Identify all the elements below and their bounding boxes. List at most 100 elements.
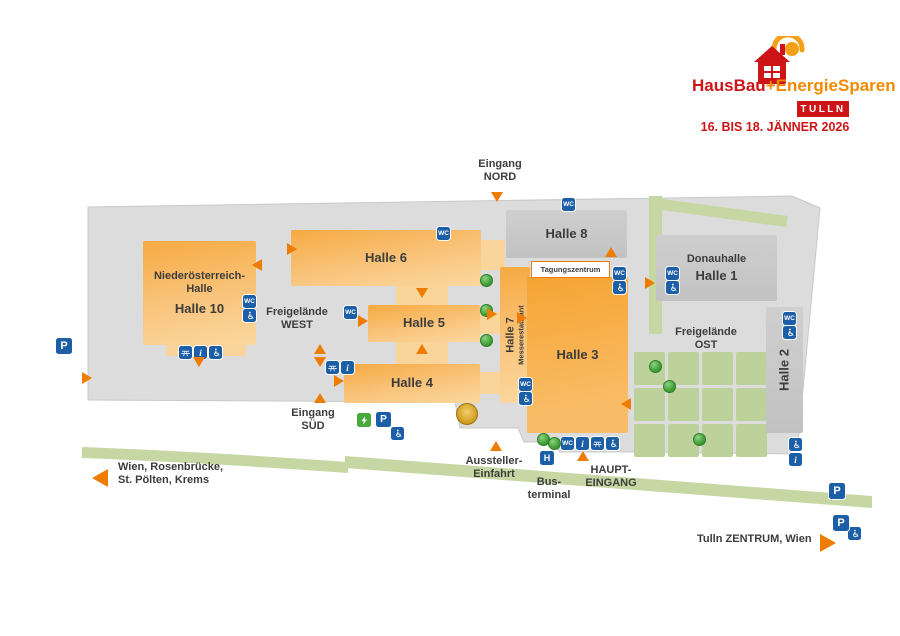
tree-icon bbox=[548, 437, 561, 450]
eingang-sued-line1: Eingang bbox=[291, 407, 335, 419]
info-icon: i bbox=[341, 361, 354, 374]
tagungszentrum-box: Tagungszentrum bbox=[531, 261, 610, 278]
hall-halle-10-name: Halle 10 bbox=[174, 301, 225, 317]
wc-icon: WC bbox=[613, 267, 626, 280]
eingang-sued-label: Eingang SÜD bbox=[282, 407, 344, 433]
freigelaende-west-line1: Freigelände bbox=[266, 306, 328, 318]
road-east-label: Tulln ZENTRUM, Wien bbox=[697, 533, 817, 546]
wc-icon: WC bbox=[437, 227, 450, 240]
wheelchair-icon bbox=[209, 346, 222, 359]
hall-halle-7-name: Halle 7 bbox=[504, 317, 517, 353]
wheelchair-icon bbox=[391, 427, 404, 440]
road-south-diagonal bbox=[345, 456, 872, 508]
corridor-halle6-halle7 bbox=[480, 240, 505, 270]
hall-halle-4-name: Halle 4 bbox=[391, 375, 433, 391]
parking-icon: P bbox=[56, 338, 72, 354]
wc-icon: WC bbox=[344, 306, 357, 319]
wheelchair-icon bbox=[606, 437, 619, 450]
tree-icon bbox=[693, 433, 706, 446]
eingang-nord-label: Eingang NORD bbox=[468, 158, 532, 184]
arrow-halle10-south-icon bbox=[193, 357, 205, 367]
arrow-corridor-54-icon bbox=[416, 344, 428, 354]
hall-halle-8-name: Halle 8 bbox=[545, 225, 588, 241]
aussteller-line1: Aussteller- bbox=[465, 455, 523, 467]
logo-hausbau: HausBau bbox=[692, 76, 766, 95]
bus-stop-icon: H bbox=[540, 451, 554, 465]
arrow-halle6-west-icon bbox=[287, 243, 297, 255]
parking-text: P bbox=[837, 517, 845, 529]
wc-text: WC bbox=[562, 440, 573, 447]
arrow-halle5-west-icon bbox=[358, 315, 368, 327]
wc-text: WC bbox=[563, 201, 574, 208]
arrow-halle4-west-icon bbox=[334, 375, 344, 387]
wheelchair-icon bbox=[613, 281, 626, 294]
logo-plus: + bbox=[765, 76, 776, 95]
logo-city-text: TULLN bbox=[800, 103, 846, 115]
info-icon: i bbox=[194, 346, 207, 359]
wc-icon: WC bbox=[561, 437, 574, 450]
hall-halle-6: Halle 6 bbox=[291, 230, 481, 286]
freigelaende-ost-line2: OST bbox=[694, 338, 718, 351]
event-dates: 16. BIS 18. JÄNNER 2026 bbox=[690, 120, 860, 134]
wc-icon: WC bbox=[562, 198, 575, 211]
arrow-road-west-icon bbox=[92, 469, 108, 487]
info-text: i bbox=[346, 362, 349, 373]
hall-halle-4: Halle 4 bbox=[344, 364, 480, 403]
busterminal-label: Bus- terminal bbox=[524, 476, 574, 502]
logo-wordmark: HausBau+EnergieSparen bbox=[692, 76, 896, 96]
info-text: i bbox=[581, 438, 584, 449]
tree-icon bbox=[480, 274, 493, 287]
logo-house-icon bbox=[754, 36, 805, 84]
tree-icon bbox=[649, 360, 662, 373]
parking-text: P bbox=[60, 340, 68, 352]
tagungszentrum-label: Tagungszentrum bbox=[540, 265, 601, 274]
aussteller-einfahrt-label: Aussteller- Einfahrt bbox=[460, 455, 528, 481]
info-text: i bbox=[794, 454, 797, 465]
haupteingang-line2: EINGANG bbox=[585, 476, 637, 489]
hall-halle-5-name: Halle 5 bbox=[403, 315, 445, 331]
arrow-haupteingang-icon bbox=[577, 451, 589, 461]
freigelaende-ost-label: Freigelände OST bbox=[664, 326, 748, 352]
hall-halle-10: Niederösterreich- Halle Halle 10 bbox=[143, 241, 256, 345]
freigelaende-west-label: Freigelände WEST bbox=[255, 306, 339, 332]
arrow-west-boundary-icon bbox=[82, 372, 92, 384]
arrow-eingang-sued-icon bbox=[314, 393, 326, 403]
arrow-halle3-east-icon bbox=[621, 398, 631, 410]
info-icon: i bbox=[789, 453, 802, 466]
arrow-corridor-65-icon bbox=[416, 288, 428, 298]
wheelchair-icon bbox=[783, 326, 796, 339]
logo-energiesparen: EnergieSparen bbox=[775, 76, 896, 95]
hall-halle-2-name: Halle 2 bbox=[776, 349, 792, 391]
freigelaende-west-line2: WEST bbox=[281, 318, 313, 331]
bus-stop-text: H bbox=[543, 453, 551, 463]
busterminal-line2: terminal bbox=[527, 488, 571, 501]
wc-icon: WC bbox=[783, 312, 796, 325]
wheelchair-icon bbox=[789, 438, 802, 451]
wc-icon: WC bbox=[519, 378, 532, 391]
picnic-icon bbox=[326, 361, 339, 374]
parking-icon: P bbox=[829, 483, 845, 499]
freigelaende-ost-line1: Freigelände bbox=[675, 326, 737, 338]
wc-text: WC bbox=[438, 230, 449, 237]
parking-icon: P bbox=[833, 515, 849, 531]
arrow-halle7-west-icon bbox=[487, 308, 497, 320]
wc-text: WC bbox=[345, 309, 356, 316]
logo-city-badge: TULLN bbox=[797, 101, 849, 117]
wc-icon: WC bbox=[666, 267, 679, 280]
busterminal-line1: Bus- bbox=[536, 476, 562, 488]
eingang-nord-line2: NORD bbox=[483, 170, 517, 183]
eingang-nord-line1: Eingang bbox=[478, 158, 522, 170]
road-southwest bbox=[82, 447, 348, 473]
freigelaende-ost-plots bbox=[634, 352, 767, 457]
corridor-halle4-halle7 bbox=[480, 372, 500, 394]
hall-halle-2-label: Halle 2 bbox=[777, 349, 792, 391]
tree-icon bbox=[663, 380, 676, 393]
picnic-icon bbox=[179, 346, 192, 359]
arrow-tagungszentrum-icon bbox=[605, 247, 617, 257]
tree-icon bbox=[480, 334, 493, 347]
road-west-line1: Wien, Rosenbrücke, bbox=[118, 461, 224, 473]
arrow-donauhalle-west-icon bbox=[645, 277, 655, 289]
hall-halle-5: Halle 5 bbox=[368, 305, 480, 342]
picnic-icon bbox=[591, 437, 604, 450]
